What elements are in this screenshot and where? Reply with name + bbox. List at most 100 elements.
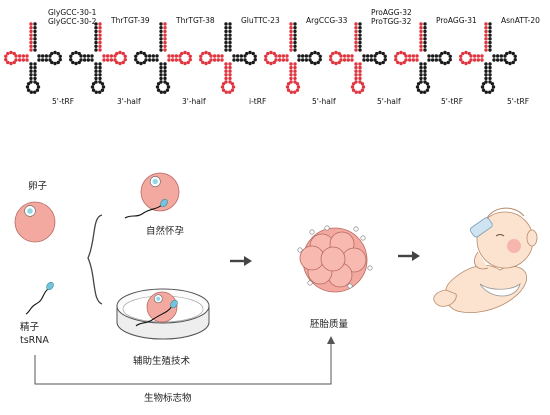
nucleotide-bead [419, 40, 423, 45]
nucleotide-bead [300, 58, 305, 62]
nucleotide-bead [289, 26, 293, 30]
nucleotide-bead [337, 51, 341, 56]
nucleotide-bead [339, 54, 343, 58]
nucleotide-bead [481, 88, 486, 92]
nucleotide-bead [295, 82, 300, 86]
trna-cloverleaf [69, 22, 127, 94]
nucleotide-bead [25, 85, 30, 89]
nucleotide-bead [358, 37, 362, 41]
nucleotide-bead [289, 90, 294, 94]
nucleotide-bead [159, 90, 164, 94]
nucleotide-bead [94, 33, 98, 37]
nucleotide-bead [224, 65, 228, 70]
nucleotide-bead [94, 40, 98, 45]
nucleotide-bead [44, 58, 49, 62]
nucleotide-bead [495, 54, 500, 58]
nucleotide-bead [224, 40, 228, 45]
sperm-head [46, 281, 54, 291]
nucleotide-bead [243, 54, 247, 58]
nucleotide-bead [407, 54, 412, 58]
sperm-label: 精子 [20, 322, 40, 333]
nucleotide-bead [170, 58, 175, 62]
nucleotide-bead [144, 54, 148, 58]
trna-cloverleaf [199, 22, 257, 94]
nucleotide-bead [21, 54, 26, 58]
nucleotide-bead [159, 76, 163, 81]
nucleotide-bead [264, 57, 268, 62]
nucleotide-bead [308, 58, 312, 62]
nucleotide-bead [29, 69, 33, 73]
connector-line [34, 340, 332, 385]
nucleotide-bead [511, 51, 515, 56]
fragment-dot [347, 283, 353, 289]
nucleotide-bead [430, 54, 435, 58]
nucleotide-bead [308, 54, 312, 58]
nucleotide-bead [285, 58, 289, 62]
fragment-label-1: 5'-tRF [52, 97, 75, 106]
nucleotide-bead [508, 50, 512, 55]
nucleotide-bead [94, 90, 99, 94]
nucleotide-bead [358, 65, 362, 70]
nucleotide-bead [419, 26, 423, 30]
nucleotide-bead [50, 60, 54, 65]
nucleotide-bead [505, 60, 509, 65]
nucleotide-bead [292, 90, 297, 94]
nucleotide-bead [394, 54, 398, 59]
nucleotide-bead [159, 33, 163, 37]
nucleotide-bead [224, 44, 228, 48]
nucleotide-bead [163, 22, 167, 26]
nucleotide-bead [14, 54, 18, 58]
nucleotide-bead [228, 76, 232, 81]
nucleotide-bead [419, 29, 423, 34]
nucleotide-bead [221, 88, 226, 92]
nucleotide-bead [243, 58, 247, 62]
nucleotide-bead [434, 54, 439, 58]
nucleotide-bead [358, 73, 362, 77]
nucleotide-bead [53, 50, 57, 55]
baby-hair [485, 207, 525, 221]
nucleotide-bead [313, 50, 317, 55]
nucleotide-bead [469, 54, 473, 58]
nucleotide-bead [503, 54, 507, 58]
nucleotide-bead [484, 40, 488, 45]
nucleotide-bead [476, 54, 481, 58]
nucleotide-bead [354, 65, 358, 70]
nucleotide-bead [293, 73, 297, 77]
nucleotide-bead [264, 54, 268, 59]
nucleotide-bead [488, 65, 492, 70]
nucleotide-bead [293, 22, 297, 26]
nucleotide-bead [472, 58, 477, 62]
nucleotide-bead [37, 58, 41, 62]
nucleotide-bead [339, 58, 343, 62]
nucleotide-bead [419, 62, 423, 66]
nucleotide-bead [419, 22, 423, 26]
nucleotide-bead [32, 90, 37, 94]
nucleotide-bead [239, 54, 244, 58]
nucleotide-bead [248, 50, 252, 55]
nucleotide-bead [71, 60, 75, 65]
nucleotide-bead [423, 48, 427, 52]
nucleotide-bead [71, 51, 75, 56]
nucleotide-bead [144, 58, 148, 62]
nucleotide-bead [484, 22, 488, 26]
nucleotide-bead [139, 50, 143, 55]
nucleotide-bead [48, 54, 52, 58]
nucleotide-bead [94, 44, 98, 48]
nucleotide-bead [488, 29, 492, 34]
nucleotide-bead [310, 51, 314, 56]
nucleotide-bead [464, 50, 468, 55]
nucleotide-bead [434, 58, 439, 62]
nucleotide-bead [488, 33, 492, 37]
nucleotide-bead [362, 58, 366, 62]
nucleotide-bead [289, 76, 293, 81]
nucleotide-bead [35, 88, 40, 92]
nucleotide-bead [369, 58, 374, 62]
trna-label-6a: ProAGG-32 [371, 8, 412, 17]
nucleotide-bead [425, 88, 430, 92]
nucleotide-bead [293, 62, 297, 66]
trna-label-8: AsnATT-20 [501, 16, 540, 25]
nucleotide-bead [423, 76, 427, 81]
nucleotide-bead [79, 58, 83, 62]
nucleotide-bead [97, 90, 102, 94]
